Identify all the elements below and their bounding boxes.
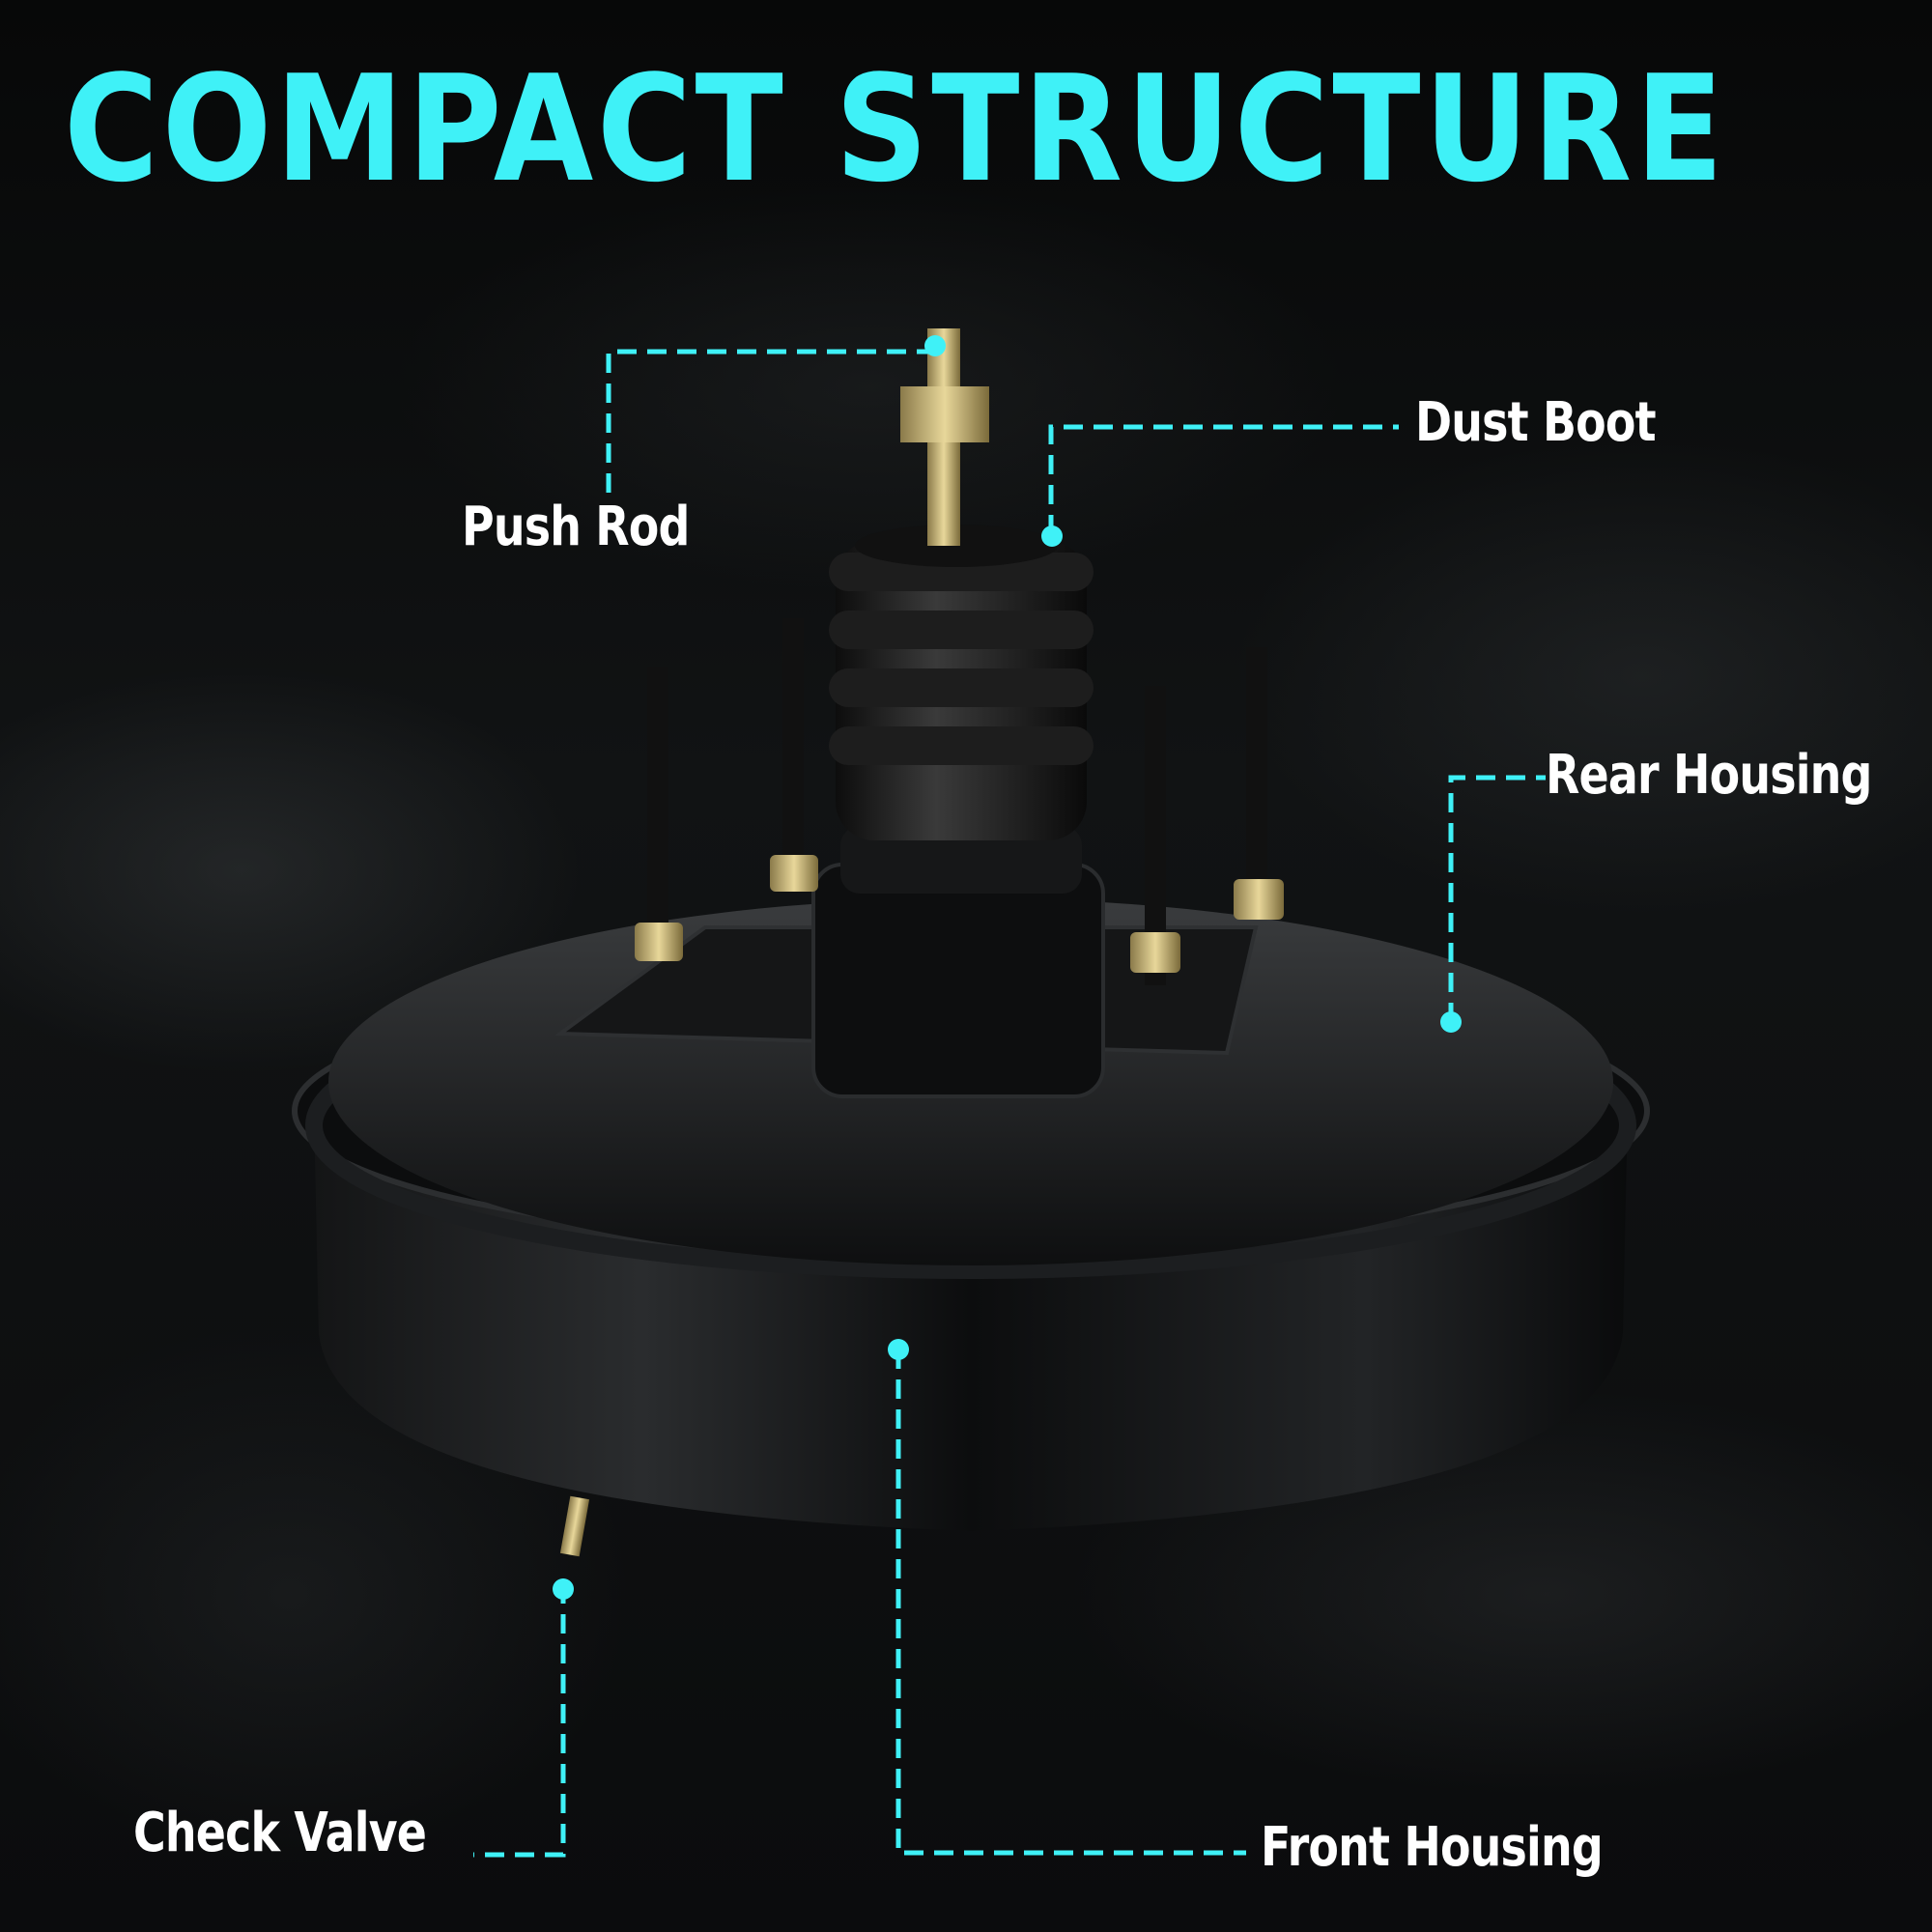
push-rod-dot (924, 335, 946, 356)
callout-dots (553, 335, 1462, 1600)
rear-housing-label: Rear Housing (1546, 744, 1872, 807)
check-valve-label: Check Valve (133, 1802, 427, 1864)
push-rod-label: Push Rod (462, 496, 690, 558)
front-housing-callout-line (895, 1350, 1246, 1856)
push-rod-callout-line (606, 349, 935, 493)
dust-boot-callout-line (1048, 424, 1399, 534)
dust-boot (829, 525, 1094, 840)
check-valve (559, 1495, 590, 1557)
check-valve-callout-line (473, 1584, 566, 1858)
mounting-studs (635, 618, 1284, 985)
front-housing-label: Front Housing (1261, 1816, 1604, 1879)
check-valve-dot (553, 1578, 574, 1600)
page-title: COMPACT STRUCTURE (64, 43, 1727, 214)
center-neck (811, 826, 1105, 1098)
front-housing-dot (888, 1339, 909, 1360)
callout-lines (473, 349, 1546, 1858)
push-rod (900, 328, 989, 546)
rear-housing-dot (1440, 1011, 1462, 1033)
rear-housing-callout-line (1448, 775, 1546, 1022)
dust-boot-label: Dust Boot (1415, 391, 1657, 454)
dust-boot-dot (1041, 526, 1063, 547)
